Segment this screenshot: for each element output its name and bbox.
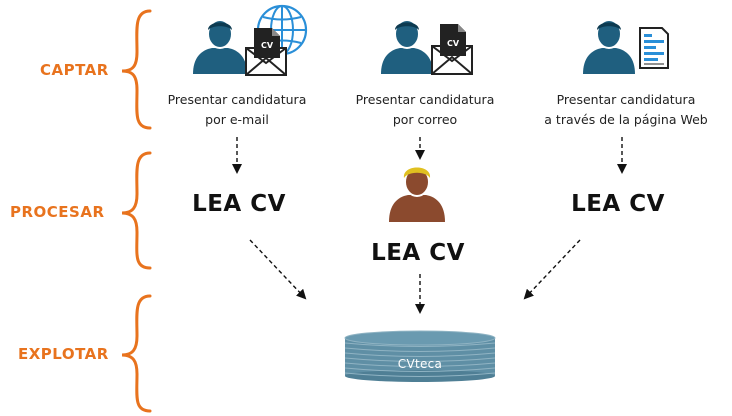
captar-bracket [121, 9, 152, 130]
stage-captar-label: CAPTAR [40, 61, 109, 79]
svg-text:CV: CV [447, 39, 460, 48]
envelope-cv-icon: CV [245, 28, 287, 76]
person-icon [381, 19, 433, 74]
person-icon [583, 19, 635, 74]
explotar-bracket [121, 294, 152, 413]
arrow-left-lea-to-db [249, 239, 307, 300]
channel-web-caption: Presentar candidatura a través de la pág… [529, 90, 723, 130]
channel-email-line2: por e-mail [205, 112, 269, 127]
person-icon [193, 19, 247, 74]
channel-web-line1: Presentar candidatura [556, 92, 696, 107]
channel-mail-line1: Presentar candidatura [355, 92, 495, 107]
webpage-form-icon [639, 27, 669, 69]
svg-text:CV: CV [261, 41, 274, 50]
channel-mail-caption: Presentar candidatura por correo [330, 90, 520, 130]
operator-person-icon [389, 167, 445, 222]
database-label: CVteca [397, 357, 443, 371]
channel-web-line2: a través de la página Web [544, 112, 708, 127]
procesar-bracket [121, 151, 152, 270]
channel-mail-line2: por correo [392, 112, 458, 127]
process-left-label: LEA CV [192, 191, 286, 217]
process-right-label: LEA CV [571, 191, 665, 217]
person-mail-envelope-icon: CV [381, 19, 473, 75]
person-webpage-form-icon [583, 19, 669, 74]
database-stack-icon [344, 330, 496, 382]
stage-explotar-label: EXPLOTAR [18, 345, 109, 363]
arrow-right-lea-to-db [523, 239, 581, 300]
process-center-label: LEA CV [371, 240, 465, 266]
envelope-cv-icon: CV [431, 24, 473, 75]
channel-email-caption: Presentar candidatura por e-mail [142, 90, 332, 130]
person-email-globe-icon: CV [193, 4, 308, 76]
channel-email-line1: Presentar candidatura [167, 92, 307, 107]
stage-procesar-label: PROCESAR [10, 203, 105, 221]
